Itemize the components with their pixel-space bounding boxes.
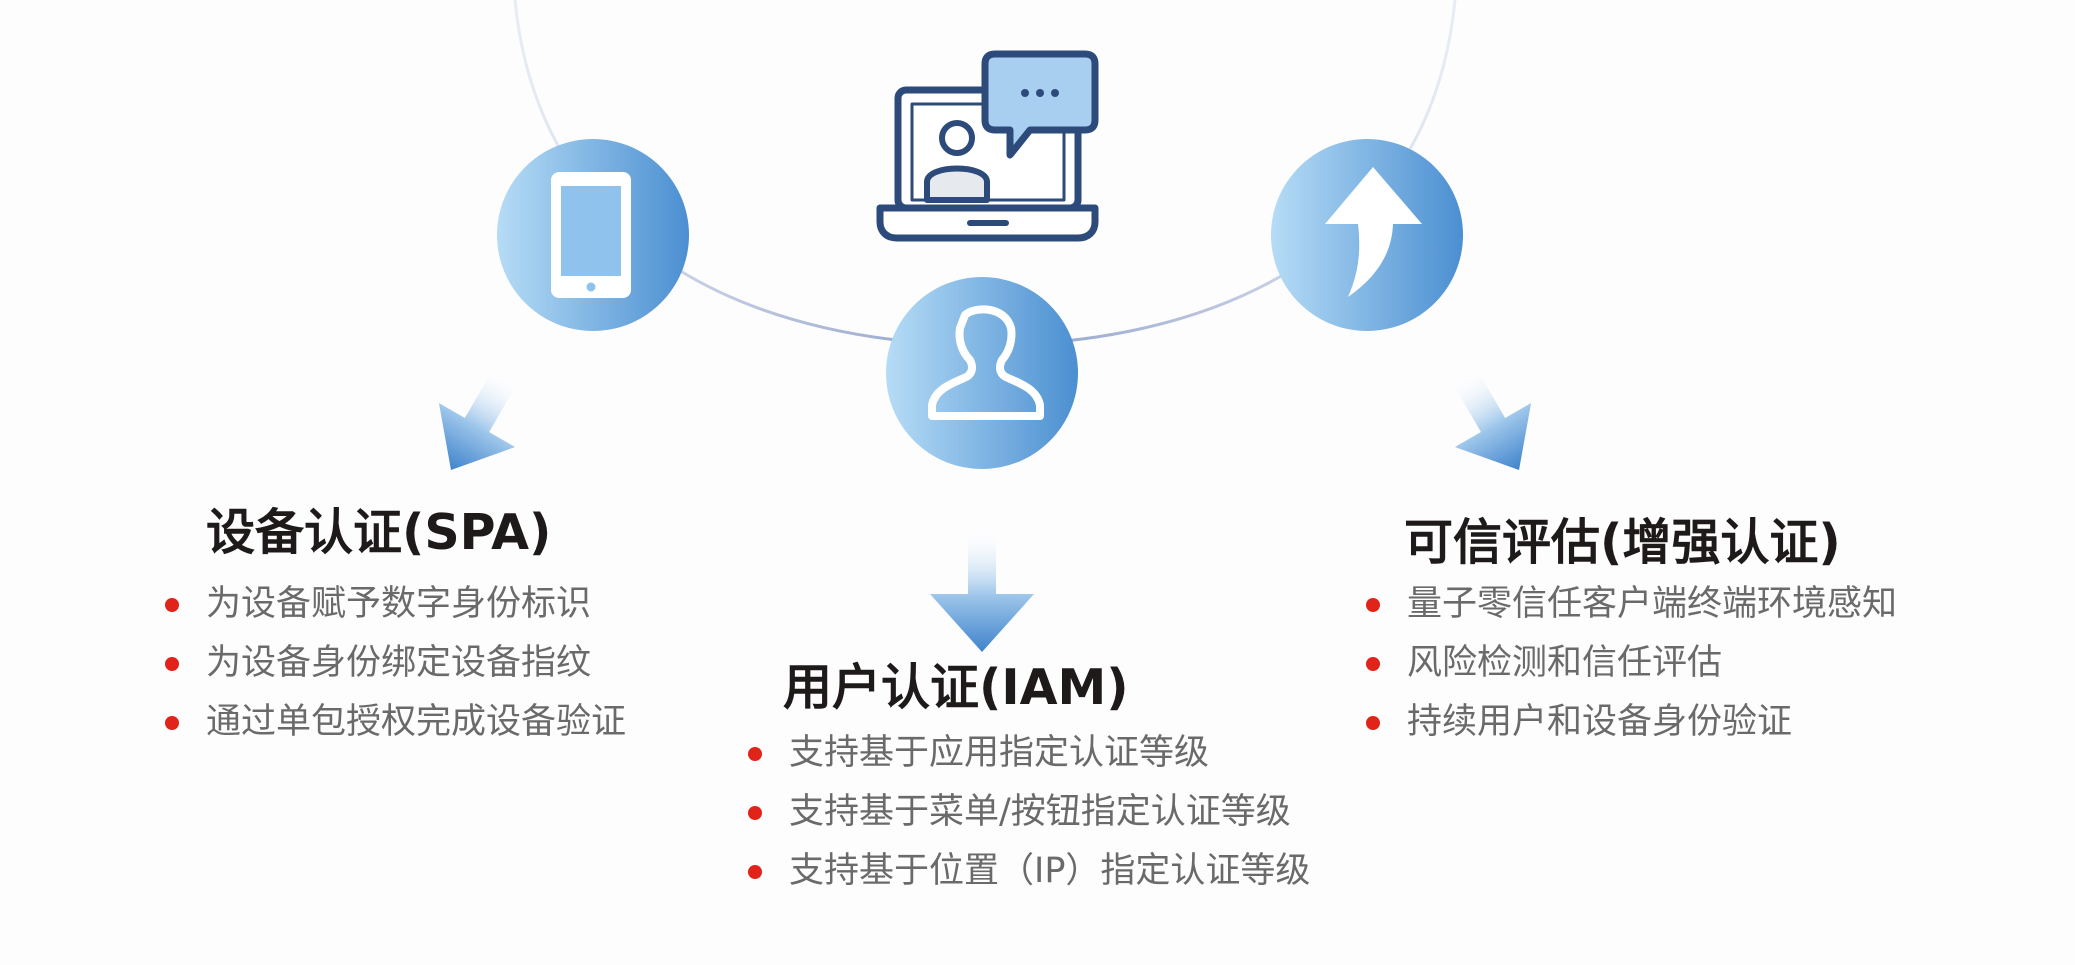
- bullet-dot: [1366, 716, 1380, 731]
- bullet-dot: [748, 806, 762, 821]
- list-item: 为设备身份绑定设备指纹: [165, 634, 626, 693]
- bullet-dot: [748, 865, 762, 880]
- list-item: 为设备赋予数字身份标识: [165, 575, 626, 634]
- list-item-text: 通过单包授权完成设备验证: [206, 702, 627, 743]
- device-auth-section: 设备认证(SPA) 为设备赋予数字身份标识 为设备身份绑定设备指纹 通过单包授权…: [165, 504, 626, 752]
- arrow-down-left-icon: [438, 367, 519, 471]
- list-item: 支持基于位置（IP）指定认证等级: [748, 842, 1310, 901]
- list-item: 支持基于菜单/按钮指定认证等级: [748, 783, 1310, 842]
- list-item-text: 支持基于菜单/按钮指定认证等级: [789, 792, 1291, 833]
- user-icon: [886, 277, 1078, 469]
- bullet-dot: [1366, 657, 1380, 672]
- trust-eval-section: 可信评估(增强认证) 量子零信任客户端终端环境感知 风险检测和信任评估 持续用户…: [1366, 514, 1897, 752]
- list-item-text: 支持基于位置（IP）指定认证等级: [789, 851, 1311, 892]
- bullet-dot: [1366, 598, 1380, 613]
- bullet-dot: [165, 657, 179, 672]
- list-item-text: 量子零信任客户端终端环境感知: [1407, 584, 1898, 625]
- list-item-text: 持续用户和设备身份验证: [1407, 702, 1793, 743]
- trust-eval-list: 量子零信任客户端终端环境感知 风险检测和信任评估 持续用户和设备身份验证: [1366, 575, 1897, 752]
- list-item: 量子零信任客户端终端环境感知: [1366, 575, 1897, 634]
- list-item: 持续用户和设备身份验证: [1366, 693, 1897, 752]
- arrow-up-icon: [1271, 139, 1463, 331]
- list-item-text: 支持基于应用指定认证等级: [789, 733, 1210, 774]
- device-auth-list: 为设备赋予数字身份标识 为设备身份绑定设备指纹 通过单包授权完成设备验证: [165, 575, 626, 752]
- list-item: 风险检测和信任评估: [1366, 634, 1897, 693]
- list-item-text: 为设备身份绑定设备指纹: [206, 643, 592, 684]
- trust-eval-title: 可信评估(增强认证): [1404, 514, 1841, 571]
- user-auth-title: 用户认证(IAM): [783, 659, 1129, 716]
- list-item: 支持基于应用指定认证等级: [748, 724, 1310, 783]
- list-item: 通过单包授权完成设备验证: [165, 693, 626, 752]
- bullet-dot: [748, 747, 762, 762]
- tablet-icon: [497, 139, 689, 331]
- arrow-down-right-icon: [1451, 367, 1532, 471]
- list-item-text: 风险检测和信任评估: [1407, 643, 1723, 684]
- bullet-dot: [165, 716, 179, 731]
- arrow-down-center-icon: [930, 528, 1034, 652]
- laptop-chat-icon: [876, 50, 1099, 242]
- bullet-dot: [165, 598, 179, 613]
- user-auth-section: 用户认证(IAM) 支持基于应用指定认证等级 支持基于菜单/按钮指定认证等级 支…: [748, 659, 1310, 901]
- device-auth-title: 设备认证(SPA): [206, 504, 552, 561]
- user-auth-list: 支持基于应用指定认证等级 支持基于菜单/按钮指定认证等级 支持基于位置（IP）指…: [748, 724, 1310, 901]
- list-item-text: 为设备赋予数字身份标识: [206, 584, 592, 625]
